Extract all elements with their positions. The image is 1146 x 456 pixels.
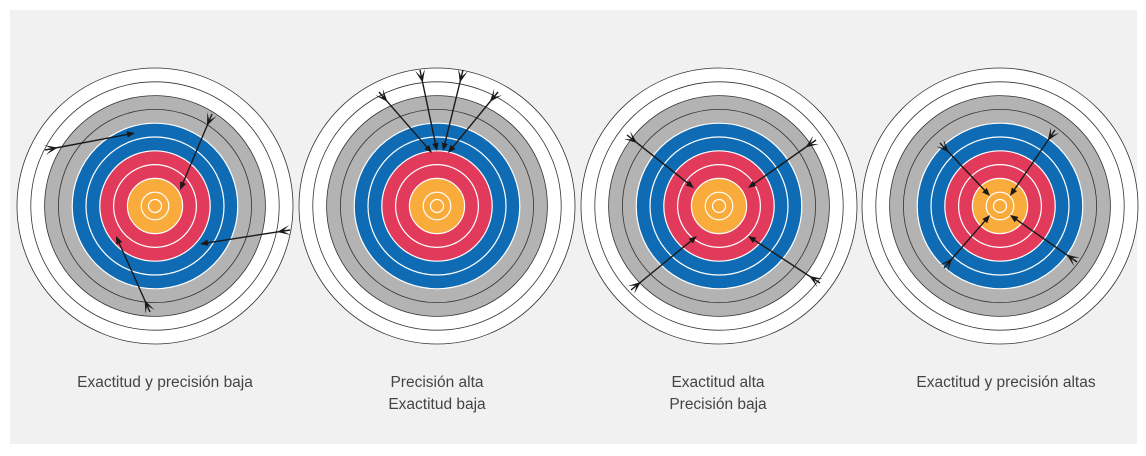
target-1-arrow-3: [200, 225, 291, 246]
arrow-fletching: [206, 112, 217, 126]
target-1-arrow-1: [44, 131, 135, 155]
target-ring: [140, 191, 170, 221]
arrow-shaft: [44, 133, 130, 151]
arrow-head: [432, 142, 439, 151]
target-4-arrow-1: [936, 139, 990, 196]
target-2-arrow-2: [415, 68, 439, 151]
arrow-shaft: [752, 238, 821, 284]
target-1-arrow-4: [116, 236, 155, 315]
caption-line: Exactitud y precisión baja: [77, 374, 253, 391]
arrow-fletching: [936, 139, 949, 153]
arrow-head: [982, 215, 990, 224]
arrow-fletching: [1066, 254, 1080, 267]
target-2: [298, 67, 576, 345]
target-ring: [704, 191, 734, 221]
arrow-head: [748, 236, 757, 244]
arrow-head: [424, 144, 432, 153]
arrow-fletching: [805, 135, 819, 148]
arrow-head: [685, 180, 694, 188]
arrow-fletching: [277, 225, 291, 235]
arrow-fletching: [415, 68, 425, 83]
arrow-head: [126, 131, 135, 138]
target-center-ring: [711, 198, 727, 214]
caption-line: Exactitud alta: [671, 374, 765, 391]
target-3-arrow-4: [748, 236, 823, 288]
target-4-arrow-2: [1010, 127, 1060, 196]
arrow-head: [982, 187, 990, 196]
target-center-ring: [429, 198, 445, 214]
target-3: [580, 67, 858, 345]
caption-line: Precisión alta: [390, 374, 484, 391]
target-3-arrow-2: [748, 135, 819, 188]
arrow-fletching: [44, 145, 58, 155]
arrow-fletching: [489, 88, 502, 103]
arrow-head: [1010, 187, 1018, 196]
arrow-fletching: [375, 88, 388, 102]
arrow-shaft: [630, 239, 693, 291]
arrow-head: [200, 239, 209, 246]
arrow-fletching: [809, 275, 823, 288]
caption-target-3: Exactitud alta Precisión baja: [588, 372, 848, 416]
arrow-fletching: [627, 281, 642, 294]
arrow-head: [688, 236, 697, 244]
arrow-fletching: [623, 131, 638, 144]
arrow-fletching: [940, 258, 953, 272]
arrow-head: [1010, 215, 1019, 223]
caption-target-2: Precisión alta Exactitud baja: [307, 372, 567, 416]
caption-line: Exactitud baja: [388, 396, 486, 413]
caption-line: Exactitud y precisión altas: [916, 374, 1096, 391]
arrow-head: [748, 180, 757, 188]
arrow-head: [448, 144, 456, 153]
target-1: [16, 67, 294, 345]
target-2-arrow-1: [375, 88, 432, 153]
target-2-arrow-3: [441, 68, 468, 151]
arrow-shaft: [205, 229, 291, 244]
target-4-arrow-4: [1010, 215, 1080, 267]
arrow-fletching: [458, 68, 468, 83]
target-3-arrow-3: [627, 236, 697, 294]
target-4-arrow-3: [940, 215, 990, 272]
target-ring: [422, 191, 452, 221]
target-1-arrow-2: [180, 112, 217, 190]
target-ring: [985, 191, 1015, 221]
caption-target-4: Exactitud y precisión altas: [876, 372, 1136, 394]
target-3-arrow-1: [623, 131, 694, 188]
arrow-head: [180, 181, 187, 190]
arrow-head: [116, 236, 123, 245]
caption-line: Precisión baja: [669, 396, 767, 413]
target-2-arrow-4: [448, 88, 502, 153]
caption-target-1: Exactitud y precisión baja: [35, 372, 295, 394]
arrow-fletching: [1047, 127, 1060, 141]
arrow-shaft: [626, 134, 690, 185]
target-center-ring: [992, 198, 1008, 214]
arrow-head: [441, 142, 449, 151]
target-4: [861, 67, 1139, 345]
target-center-ring: [147, 198, 163, 214]
arrow-fletching: [144, 300, 155, 315]
